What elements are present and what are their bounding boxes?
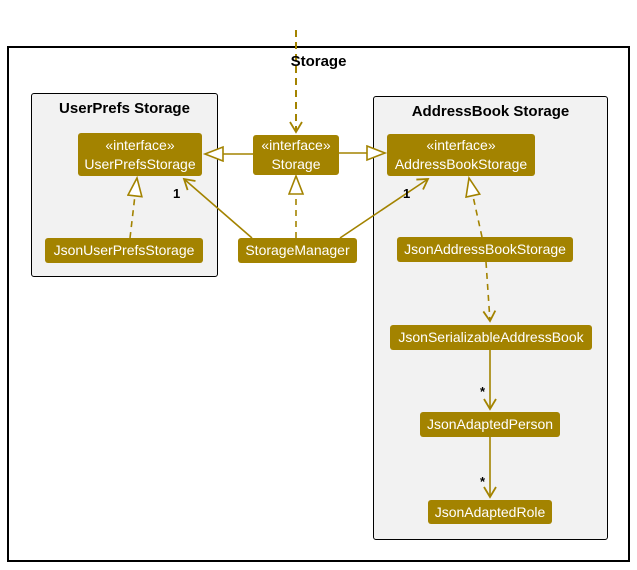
class-node-userprefsstorage-interface: «interface» UserPrefsStorage	[78, 133, 202, 176]
diagram-title: Storage	[290, 53, 347, 70]
class-node-storagemanager: StorageManager	[238, 238, 357, 263]
realization-edge-jsonuserprefsstorage-to-userprefsstorage	[130, 178, 137, 239]
stereotype-label: «interface»	[105, 136, 175, 153]
class-name: JsonAdaptedPerson	[426, 416, 554, 432]
class-node-jsonadaptedrole: JsonAdaptedRole	[428, 500, 552, 524]
class-name: JsonAdaptedRole	[434, 503, 546, 520]
class-name: StorageManager	[245, 242, 350, 258]
class-name: AddressBookStorage	[394, 156, 528, 172]
class-node-jsonaddressbookstorage: JsonAddressBookStorage	[397, 237, 573, 262]
class-name: UserPrefsStorage	[84, 155, 196, 172]
class-node-jsonuserprefsstorage: JsonUserPrefsStorage	[45, 238, 203, 263]
class-node-storage-interface: «interface» Storage	[253, 135, 339, 175]
package-addressbook-storage-title: AddressBook Storage	[411, 103, 570, 120]
stereotype-label: «interface»	[426, 137, 496, 153]
association-edge-storagemanager-to-userprefsstorage	[182, 177, 253, 239]
multiplicity-label-storagemanager-userprefs: 1	[173, 186, 181, 201]
association-edge-storagemanager-to-addressbookstorage	[339, 178, 430, 239]
multiplicity-label-serializable-person: *	[480, 384, 486, 399]
multiplicity-label-storagemanager-addressbook: 1	[403, 186, 411, 201]
realization-edge-jsonaddressbookstorage-to-addressbookstorage	[469, 178, 483, 238]
class-name: JsonUserPrefsStorage	[53, 242, 195, 258]
class-node-jsonserializableaddressbook: JsonSerializableAddressBook	[390, 325, 592, 350]
class-name: JsonAddressBookStorage	[404, 241, 566, 257]
class-name: Storage	[271, 156, 321, 172]
class-name: JsonSerializableAddressBook	[398, 329, 584, 345]
stereotype-label: «interface»	[261, 137, 331, 153]
package-userprefs-storage-title: UserPrefs Storage	[59, 100, 190, 117]
dependency-edge-jsonaddressbookstorage-to-jsonserializableaddressbook	[482, 261, 497, 323]
class-node-addressbookstorage-interface: «interface» AddressBookStorage	[387, 134, 535, 176]
class-node-jsonadaptedperson: JsonAdaptedPerson	[420, 412, 560, 437]
multiplicity-label-person-role: *	[480, 474, 486, 489]
